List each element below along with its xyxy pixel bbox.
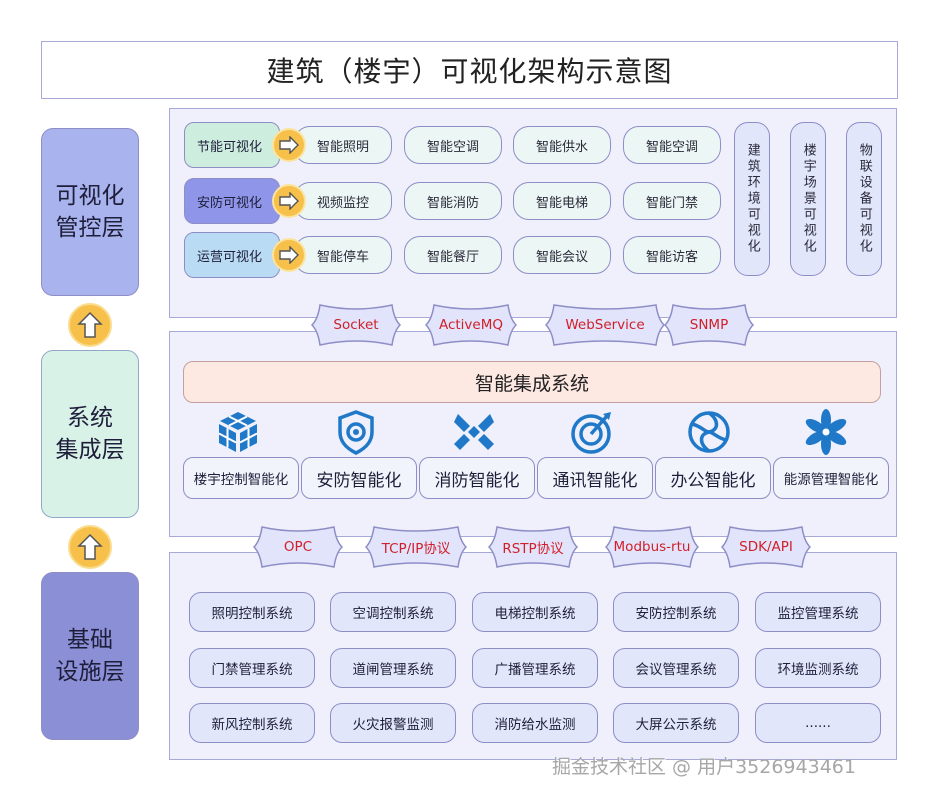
base-system-item: 会议管理系统 [613,648,739,688]
viz-item: 智能空调 [404,126,502,164]
cube-icon [218,412,258,452]
viz-item: 智能供水 [513,126,611,164]
viz-item: 智能空调 [623,126,721,164]
column-building-environment: 建筑环境可视化 [734,122,770,276]
viz-item: 智能电梯 [513,182,611,220]
right-arrow-icon [272,238,306,272]
viz-item: 智能门禁 [623,182,721,220]
right-arrow-icon [272,128,306,162]
base-system-item: 监控管理系统 [755,592,881,632]
protocol-badge: TCP/IP协议 [364,523,468,571]
protocol-badge: RSTP协议 [487,523,579,571]
system-office: 办公智能化 [655,457,771,499]
protocol-label: OPC [283,539,313,555]
base-system-item: 空调控制系统 [330,592,456,632]
base-system-item: 门禁管理系统 [189,648,315,688]
system-energy: 能源管理智能化 [773,457,889,499]
protocol-label: RSTP协议 [502,541,564,557]
base-system-item: 照明控制系统 [189,592,315,632]
viz-item: 智能消防 [404,182,502,220]
base-system-item: ...... [755,703,881,743]
target-icon [571,412,611,454]
viz-item: 智能会议 [513,236,611,274]
viz-category-0: 节能可视化 [184,122,280,168]
protocol-label: ActiveMQ [438,317,504,333]
viz-category-1: 安防可视化 [184,178,280,224]
protocol-label: Socket [333,317,379,333]
column-iot-device: 物联设备可视化 [846,122,882,276]
protocol-badge: OPC [252,523,344,571]
column-building-scene: 楼宇场景可视化 [790,122,826,276]
up-arrow-icon [68,303,112,347]
up-arrow-icon [68,525,112,569]
protocol-label: WebService [565,317,645,333]
base-system-item: 广播管理系统 [472,648,598,688]
fire-cross-icon [454,414,494,450]
pinwheel-icon [805,409,847,455]
layer-label-visualization: 可视化 管控层 [41,128,139,296]
base-system-item: 电梯控制系统 [472,592,598,632]
base-system-item: 环境监测系统 [755,648,881,688]
viz-item: 智能餐厅 [404,236,502,274]
viz-item: 智能访客 [623,236,721,274]
system-building-control: 楼宇控制智能化 [183,457,299,499]
viz-item: 智能停车 [294,236,392,274]
base-system-item: 新风控制系统 [189,703,315,743]
system-communication: 通讯智能化 [537,457,653,499]
protocol-badge: SDK/API [720,523,812,571]
protocol-label: SNMP [689,317,729,333]
integration-system-bar: 智能集成系统 [183,361,881,403]
swirl-icon [688,411,730,453]
base-system-item: 安防控制系统 [613,592,739,632]
viz-item: 视频监控 [294,182,392,220]
right-arrow-icon [272,184,306,218]
protocol-badge: Modbus-rtu [604,523,700,571]
system-fire: 消防智能化 [419,457,535,499]
base-system-item: 道闸管理系统 [330,648,456,688]
protocol-label: Modbus-rtu [613,539,691,555]
protocol-badge: WebService [544,301,666,349]
protocol-label: TCP/IP协议 [381,541,451,557]
layer-label-infrastructure: 基础 设施层 [41,572,139,740]
shield-icon [338,410,374,455]
viz-category-2: 运营可视化 [184,232,280,278]
page-title: 建筑（楼宇）可视化架构示意图 [41,41,898,99]
system-security: 安防智能化 [301,457,417,499]
layer-label-integration: 系统 集成层 [41,350,139,518]
viz-item: 智能照明 [294,126,392,164]
protocol-badge: Socket [310,301,402,349]
base-system-item: 大屏公示系统 [613,703,739,743]
watermark: 掘金技术社区 @ 用户3526943461 [552,756,856,778]
protocol-badge: SNMP [663,301,755,349]
protocol-badge: ActiveMQ [424,301,518,349]
base-system-item: 消防给水监测 [472,703,598,743]
protocol-label: SDK/API [739,539,793,555]
base-system-item: 火灾报警监测 [330,703,456,743]
